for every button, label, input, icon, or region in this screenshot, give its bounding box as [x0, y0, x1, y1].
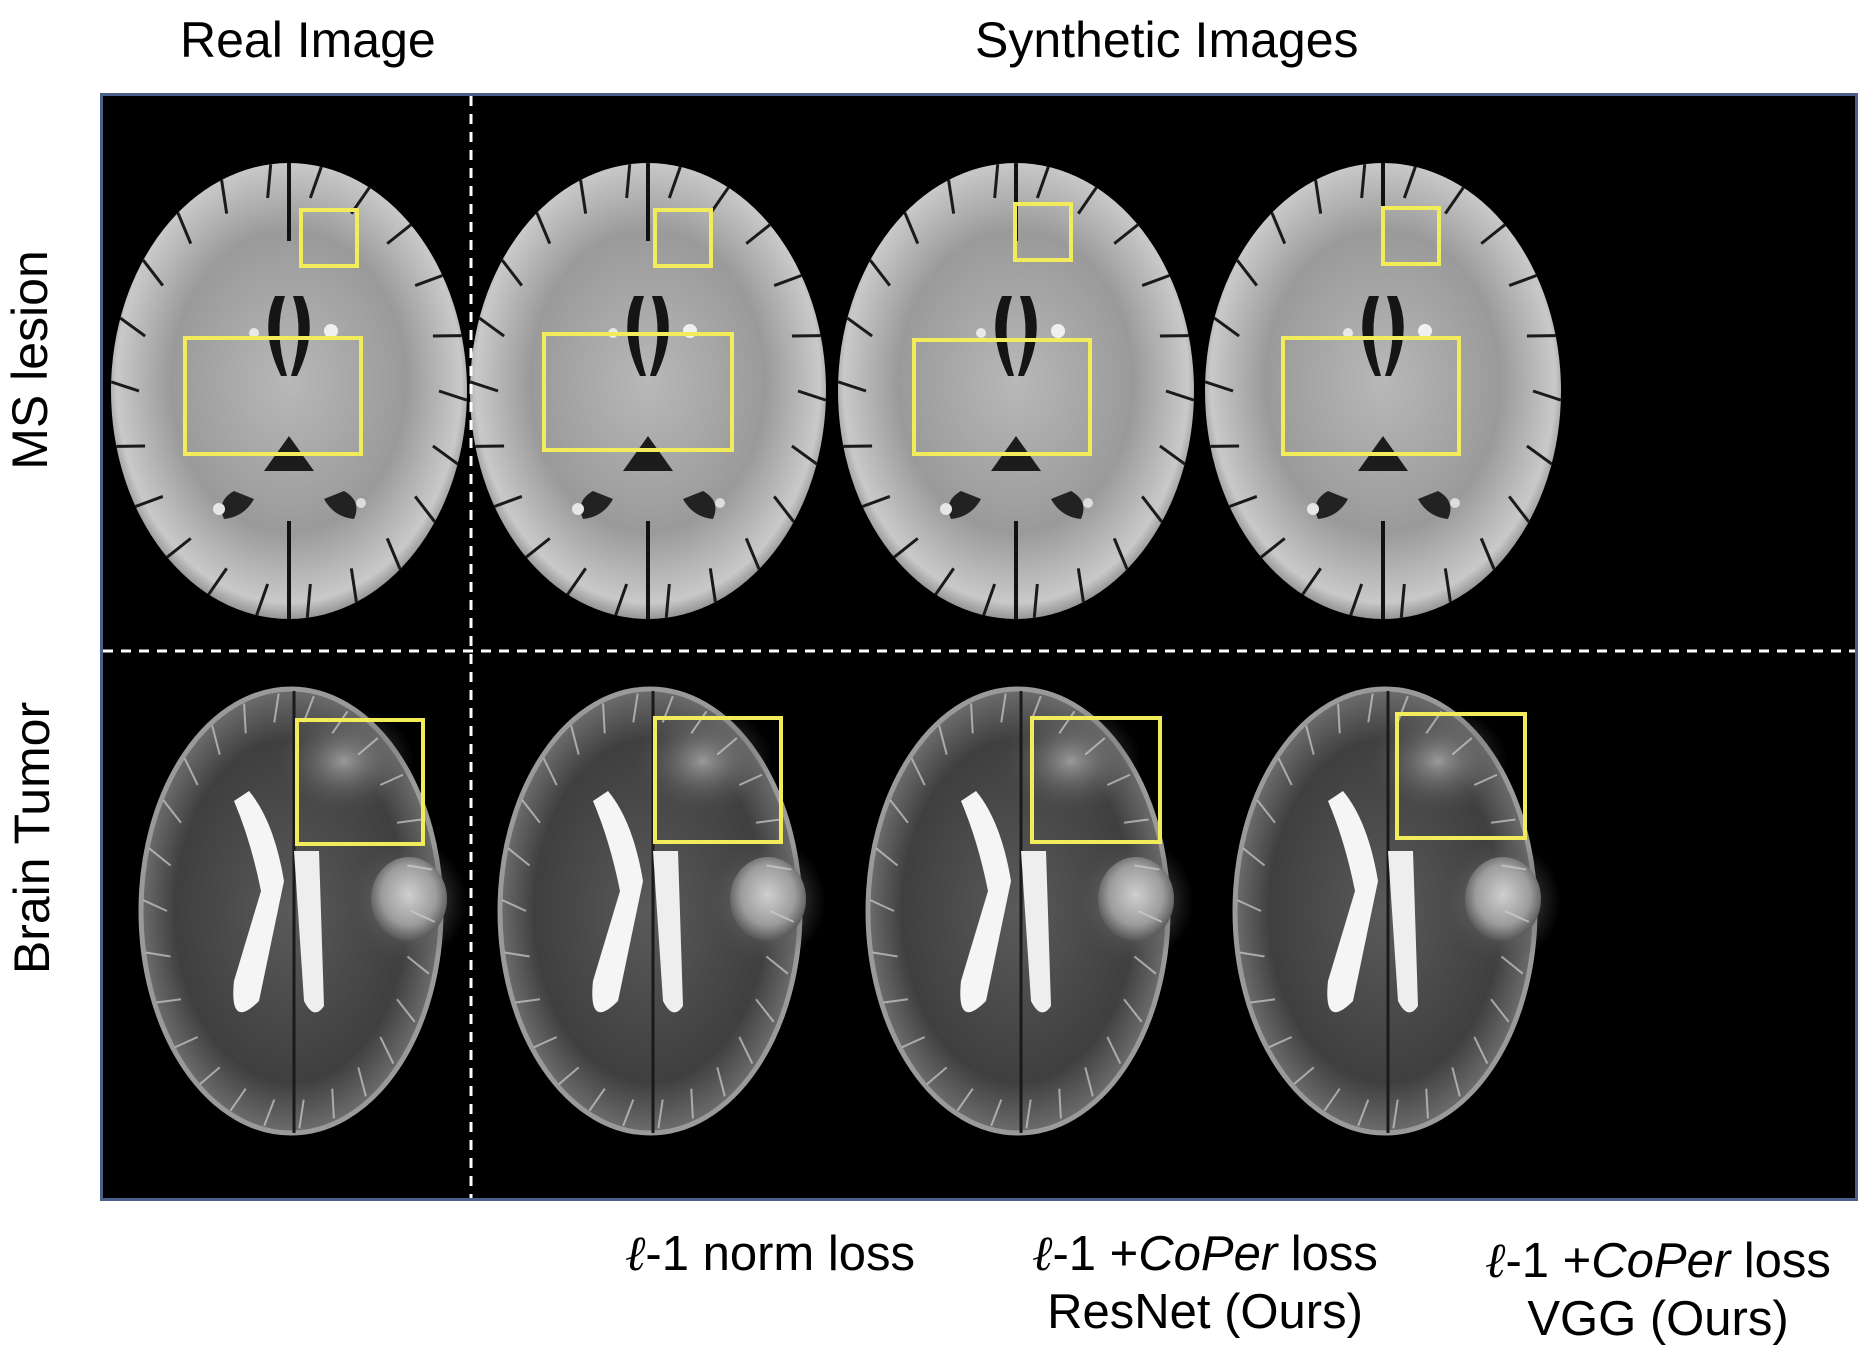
- synthetic-images-header: Synthetic Images: [975, 12, 1359, 68]
- ms-brain-slice-1: [110, 163, 468, 619]
- lesion-box-large-1: [183, 336, 363, 456]
- caption-line2: VGG (Ours): [1527, 1292, 1789, 1346]
- caption-pre: -1 +: [1505, 1234, 1592, 1288]
- lesion-box-large-3: [912, 338, 1092, 456]
- tumor-box-2: [653, 716, 783, 844]
- row-label-brain-tumor: Brain Tumor: [4, 701, 60, 975]
- caption-line1: ℓ-1 +CoPer loss: [1452, 1232, 1864, 1290]
- ms-brain-slice-4: [1204, 163, 1562, 619]
- image-grid: [100, 93, 1858, 1201]
- caption-line1: -1 norm loss: [645, 1227, 915, 1281]
- caption-post: loss: [1730, 1234, 1831, 1288]
- ell-symbol: ℓ: [1032, 1225, 1053, 1282]
- tumor-brain-slice-4: [1232, 686, 1561, 1136]
- caption-coper: CoPer: [1591, 1234, 1731, 1288]
- caption-line2: ResNet (Ours): [1047, 1285, 1363, 1339]
- ell-symbol: ℓ: [625, 1225, 646, 1282]
- lesion-box-large-2: [542, 332, 734, 452]
- tumor-box-3: [1030, 716, 1162, 844]
- lesion-box-small-2: [653, 208, 713, 268]
- lesion-box-small-3: [1013, 202, 1073, 262]
- lesion-box-small-1: [299, 208, 359, 268]
- lesion-box-small-4: [1381, 206, 1441, 266]
- tumor-box-4: [1395, 712, 1527, 840]
- image-grid-canvas: [103, 96, 1855, 1198]
- tumor-brain-slice-3: [865, 686, 1194, 1136]
- caption-coper: CoPer: [1138, 1227, 1278, 1281]
- caption-l1-norm-loss: ℓ-1 norm loss: [585, 1225, 955, 1283]
- caption-line1: ℓ-1 +CoPer loss: [995, 1225, 1415, 1283]
- caption-coper-resnet: ℓ-1 +CoPer loss ResNet (Ours): [995, 1225, 1415, 1341]
- lesion-box-large-4: [1281, 336, 1461, 456]
- row-label-ms-lesion: MS lesion: [2, 250, 58, 470]
- caption-post: loss: [1277, 1227, 1378, 1281]
- ms-brain-slice-2: [469, 163, 827, 619]
- caption-pre: -1 +: [1052, 1227, 1139, 1281]
- tumor-brain-slice-1: [138, 686, 467, 1136]
- tumor-box-1: [295, 718, 425, 846]
- real-image-header: Real Image: [180, 12, 436, 68]
- caption-coper-vgg: ℓ-1 +CoPer loss VGG (Ours): [1452, 1232, 1864, 1348]
- ell-symbol: ℓ: [1485, 1232, 1506, 1289]
- tumor-brain-slice-2: [497, 686, 826, 1136]
